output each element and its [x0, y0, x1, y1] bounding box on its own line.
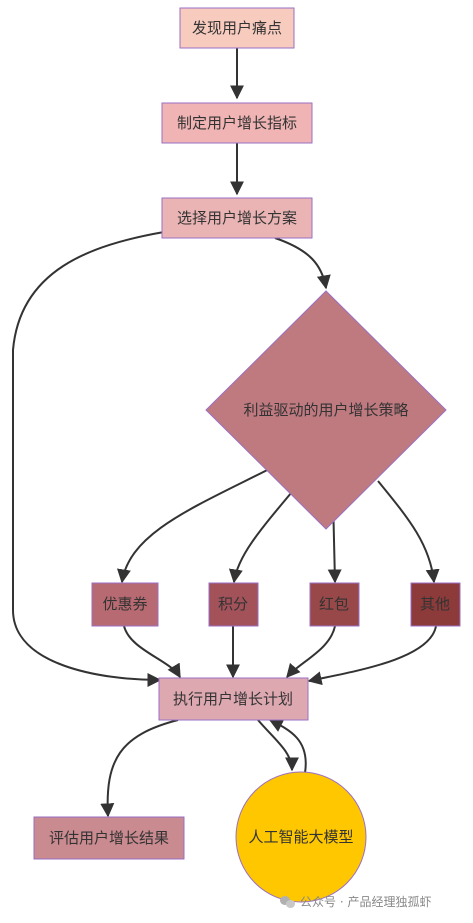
node-ai-model[interactable]: 人工智能大模型 — [235, 771, 367, 903]
edges — [12, 48, 440, 818]
node-benefit-strategy[interactable]: 利益驱动的用户增长策略 — [205, 290, 447, 530]
edge-execute-to-ai — [257, 719, 299, 772]
node-choose-growth-plan[interactable]: 选择用户增长方案 — [161, 197, 313, 239]
node-label: 人工智能大模型 — [248, 828, 353, 846]
edge-strategy-to-other — [377, 480, 440, 584]
node-label: 发现用户痛点 — [192, 19, 282, 37]
edge-ai-to-execute — [268, 719, 307, 774]
edge-other-to-execute — [307, 625, 437, 686]
node-label: 利益驱动的用户增长策略 — [243, 401, 408, 419]
node-red-packet[interactable]: 红包 — [309, 582, 360, 627]
node-label: 其他 — [420, 595, 450, 613]
edge-strategy-to-coupon — [117, 461, 284, 584]
node-label: 红包 — [319, 595, 349, 613]
wechat-icon — [280, 895, 296, 909]
edge-plan-to-strategy — [274, 237, 331, 290]
node-points[interactable]: 积分 — [208, 582, 259, 627]
watermark: 公众号 · 产品经理独孤虾 — [280, 893, 431, 910]
node-label: 评估用户增长结果 — [49, 829, 169, 847]
node-label: 执行用户增长计划 — [173, 690, 293, 708]
node-coupon[interactable]: 优惠券 — [91, 582, 159, 627]
edge-redpacket-to-execute — [286, 625, 336, 679]
edge-strategy-to-points — [228, 479, 303, 584]
edge-execute-to-evaluate — [100, 719, 179, 818]
node-label: 选择用户增长方案 — [177, 209, 297, 227]
node-execute-plan[interactable]: 执行用户增长计划 — [158, 677, 309, 721]
node-other[interactable]: 其他 — [410, 582, 461, 627]
node-discover-pain-points[interactable]: 发现用户痛点 — [179, 7, 295, 49]
node-evaluate-results[interactable]: 评估用户增长结果 — [33, 816, 185, 860]
node-set-growth-metrics[interactable]: 制定用户增长指标 — [161, 102, 313, 144]
node-label: 制定用户增长指标 — [177, 114, 297, 132]
edge-plan-to-execute — [12, 231, 165, 687]
edge-coupon-to-execute — [123, 625, 181, 679]
node-label: 积分 — [218, 595, 248, 613]
watermark-text: 公众号 · 产品经理独孤虾 — [300, 895, 432, 909]
node-label: 优惠券 — [102, 595, 147, 613]
